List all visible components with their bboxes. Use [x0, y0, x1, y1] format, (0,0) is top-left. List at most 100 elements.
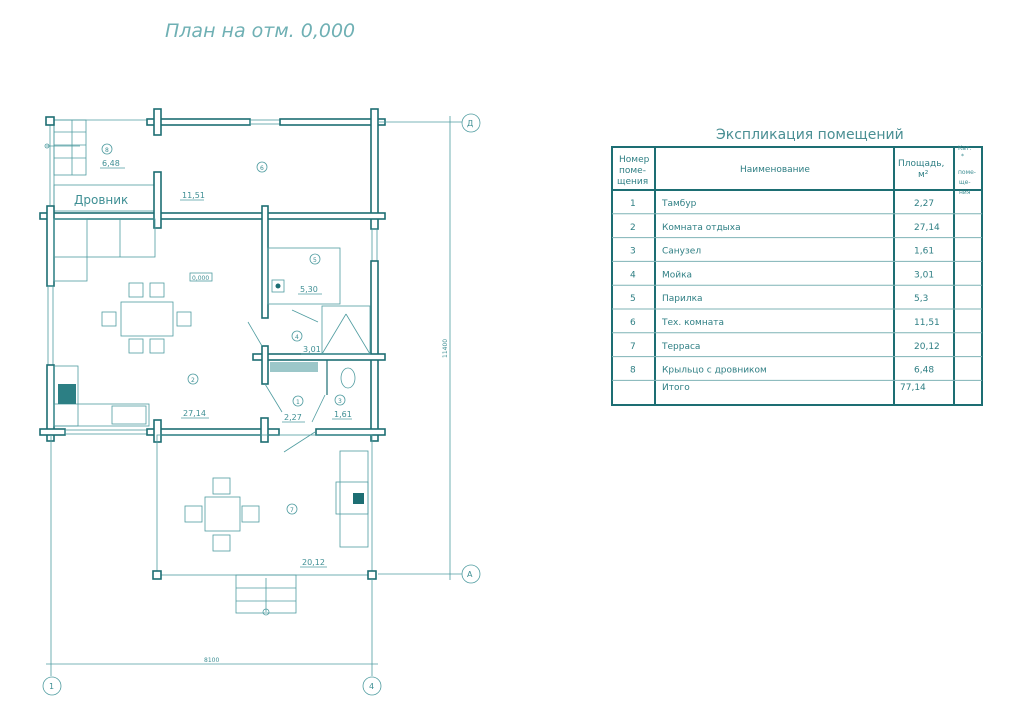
post [153, 108, 162, 136]
cell-num: 1 [630, 199, 636, 209]
barbecue [335, 450, 369, 548]
svg-text:11,51: 11,51 [182, 191, 205, 200]
cell-num: 4 [630, 270, 636, 280]
explication-table: Экспликация помещений Номер поме- щения … [611, 127, 983, 406]
wall [315, 428, 386, 436]
wall [261, 205, 269, 319]
cell-name: Мойка [662, 270, 692, 280]
post [260, 417, 269, 443]
room-tag-5: 55,30 [298, 253, 322, 295]
level-mark-box [189, 272, 213, 282]
stove-icon [58, 384, 76, 404]
svg-text:поме-: поме- [619, 166, 646, 176]
svg-text:1: 1 [296, 399, 300, 406]
cell-area: 6,48 [914, 366, 934, 376]
terrace-table [184, 477, 260, 552]
svg-text:6,48: 6,48 [102, 159, 120, 168]
cell-name: Тех. комната [661, 318, 724, 328]
svg-text:3,01: 3,01 [303, 345, 321, 354]
window [47, 285, 54, 367]
cell-num: 6 [630, 318, 636, 328]
sink [111, 405, 147, 425]
table-title: Экспликация помещений [716, 127, 904, 143]
shower [321, 305, 371, 355]
cell-area: 3,01 [914, 270, 934, 280]
table-row: 2 Комната отдыха 27,14 [630, 223, 940, 233]
table-row: 4 Мойка 3,01 [630, 270, 934, 280]
svg-text:м²: м² [918, 170, 929, 180]
svg-text:8: 8 [105, 147, 109, 154]
wall [261, 345, 269, 385]
dim-width: 8100 [204, 657, 219, 664]
post [152, 570, 162, 580]
axis-D: Д [467, 119, 473, 128]
total-label: Итого [662, 383, 690, 393]
svg-text:3: 3 [338, 398, 342, 405]
svg-text:*: * [961, 153, 964, 160]
svg-text:20,12: 20,12 [302, 558, 325, 567]
svg-text:27,14: 27,14 [183, 409, 206, 418]
door-swing [291, 309, 319, 323]
floor-plan: Дровник 0,000 12,27 227,14 31,61 43,01 5… [39, 108, 481, 696]
post [153, 419, 162, 443]
cell-area: 20,12 [914, 342, 940, 352]
cell-area: 5,3 [914, 294, 928, 304]
axis-4: 4 [369, 682, 374, 691]
svg-text:Номер: Номер [619, 155, 650, 165]
cell-area: 11,51 [914, 318, 940, 328]
cell-area: 27,14 [914, 223, 940, 233]
room-tag-3: 31,61 [332, 394, 352, 420]
wall [279, 118, 386, 126]
toilet-icon [340, 367, 356, 389]
svg-text:Наименование: Наименование [740, 165, 810, 175]
dim-height: 11400 [442, 339, 449, 358]
svg-text:2,27: 2,27 [284, 413, 302, 422]
door-swing [247, 321, 263, 347]
svg-text:поме-: поме- [958, 169, 976, 176]
cell-area: 1,61 [914, 247, 934, 257]
svg-text:4: 4 [295, 334, 299, 341]
wall [146, 118, 251, 126]
cell-area: 2,27 [914, 199, 934, 209]
svg-text:5: 5 [313, 257, 317, 264]
svg-text:щения: щения [617, 177, 648, 187]
room-tag-2: 227,14 [181, 373, 209, 419]
svg-text:5,30: 5,30 [300, 285, 318, 294]
svg-text:Кат.: Кат. [958, 145, 971, 152]
stove-icon [275, 283, 281, 289]
wall [252, 353, 386, 361]
wall [370, 108, 379, 230]
svg-text:1,61: 1,61 [334, 410, 352, 419]
room-tag-8: 86,48 [100, 143, 125, 169]
window [249, 119, 281, 125]
svg-text:6: 6 [260, 165, 264, 172]
cell-num: 8 [630, 366, 636, 376]
dimensions: 8100 11400 1 4 Д А [42, 113, 481, 696]
entry-stairs [235, 574, 297, 616]
room-tag-4: 43,01 [291, 330, 323, 355]
window [64, 429, 148, 435]
table-row: 6 Тех. комната 11,51 [630, 318, 940, 328]
sofa [53, 218, 156, 282]
woodshed-label: Дровник [74, 193, 128, 207]
wall [39, 212, 386, 220]
door-swing [264, 383, 283, 413]
cell-num: 5 [630, 294, 636, 304]
svg-text:7: 7 [290, 507, 294, 514]
cell-num: 2 [630, 223, 636, 233]
cell-name: Комната отдыха [662, 223, 741, 233]
axis-A: А [467, 570, 473, 579]
post [367, 570, 377, 580]
cell-name: Терраса [661, 342, 700, 352]
wall [39, 428, 66, 436]
kitchen [53, 365, 150, 427]
wall [46, 205, 55, 287]
window [371, 228, 378, 262]
total-area: 77,14 [900, 383, 926, 393]
svg-text:ще-: ще- [959, 179, 971, 186]
